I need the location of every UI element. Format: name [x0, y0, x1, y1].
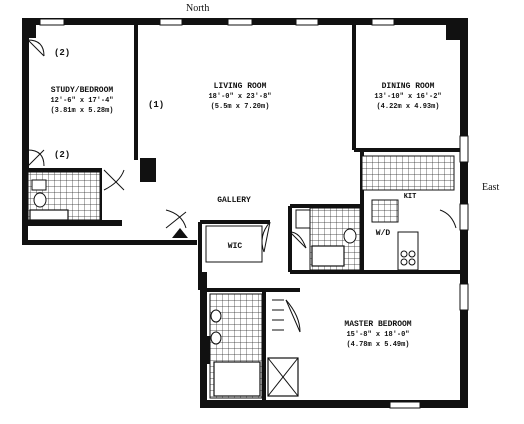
dining-room-name: DINING ROOM — [381, 82, 435, 91]
wic-label: WIC — [227, 242, 243, 251]
study-room-dim-ft: 12'-6" x 17'-4" — [50, 97, 114, 105]
note-2-bottom: (2) — [54, 150, 71, 160]
master-bedroom-dim-ft: 15'-8" x 18'-0" — [346, 331, 410, 339]
study-room-name: STUDY/BEDROOM — [50, 86, 114, 95]
central-bath — [309, 207, 361, 271]
master-bedroom-dim-m: (4.78m x 5.49m) — [346, 341, 410, 349]
master-bath — [209, 293, 299, 399]
dining-room-dim-ft: 13'-10" x 16'-2" — [374, 93, 442, 101]
note-1: (1) — [148, 100, 165, 110]
dining-room-dim-m: (4.22m x 4.93m) — [376, 103, 440, 111]
windows — [39, 18, 469, 409]
living-room-dim-m: (5.5m x 7.20m) — [210, 103, 270, 111]
study-bath — [27, 171, 101, 221]
living-room-name: LIVING ROOM — [213, 82, 267, 91]
wd-label: W/D — [375, 229, 391, 238]
study-room-label: STUDY/BEDROOM 12'-6" x 17'-4" (3.81m x 5… — [30, 86, 134, 116]
wic-area — [205, 225, 263, 263]
kitchen-label: KIT — [403, 193, 417, 201]
gallery-label: GALLERY — [217, 196, 251, 205]
note-2-top: (2) — [54, 48, 71, 58]
north-label: North — [186, 3, 210, 14]
living-room-dim-ft: 18'-0" x 23'-8" — [208, 93, 272, 101]
dining-room-label: DINING ROOM 13'-10" x 16'-2" (4.22m x 4.… — [356, 82, 460, 112]
closet — [272, 209, 311, 331]
east-label: East — [482, 182, 500, 193]
master-bedroom-name: MASTER BEDROOM — [344, 320, 412, 329]
entry-marker — [172, 228, 188, 238]
master-bedroom-label: MASTER BEDROOM 15'-8" x 18'-0" (4.78m x … — [318, 320, 438, 350]
kitchen-area — [361, 155, 455, 271]
study-room-dim-m: (3.81m x 5.28m) — [50, 107, 114, 115]
living-room-label: LIVING ROOM 18'-0" x 23'-8" (5.5m x 7.20… — [180, 82, 300, 112]
